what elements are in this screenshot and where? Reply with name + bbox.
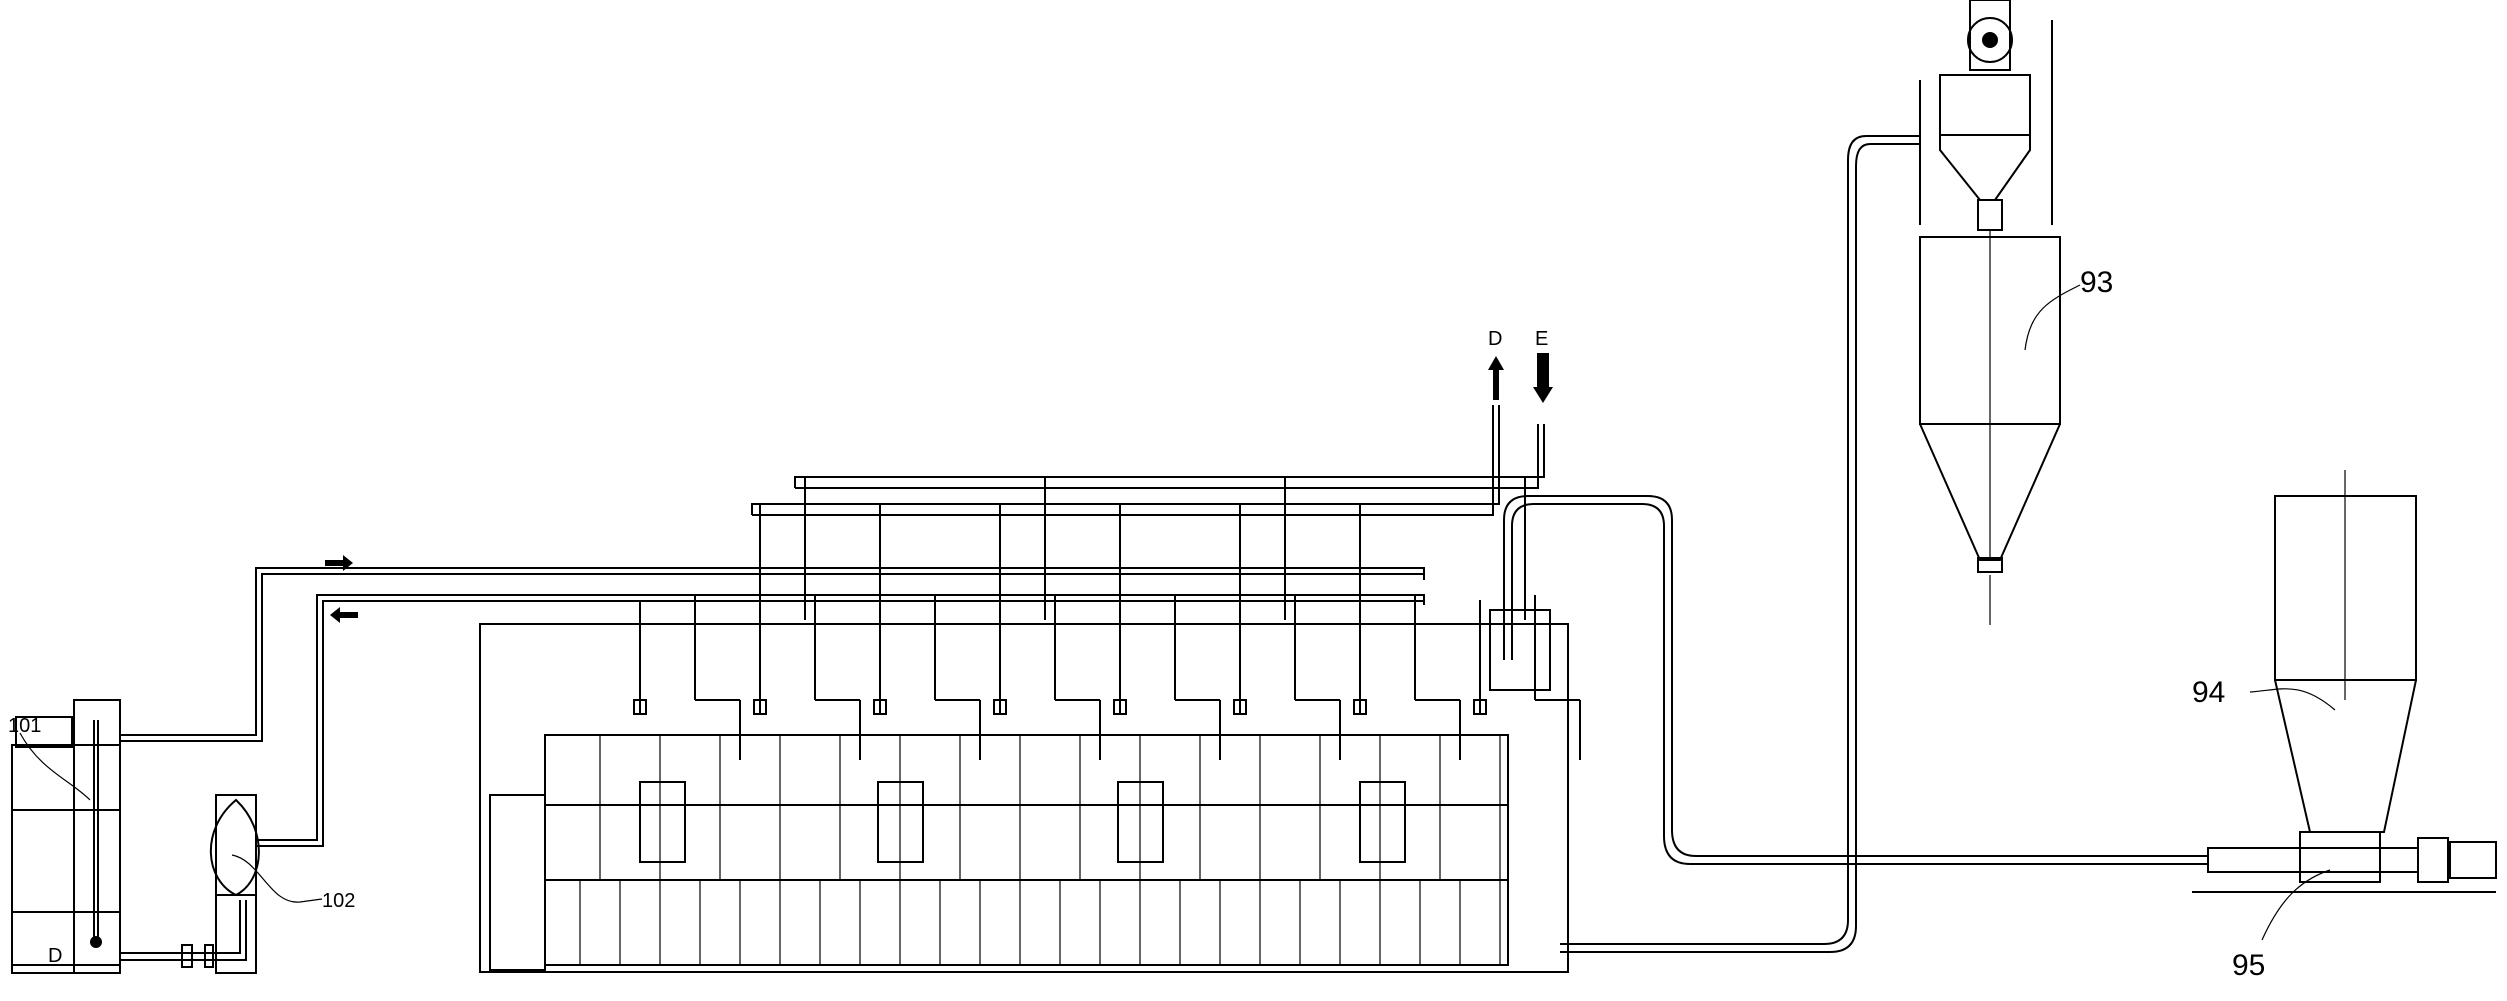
valve-icon <box>753 699 767 715</box>
valve-icon <box>1353 699 1367 715</box>
label-94: 94 <box>2192 676 2225 709</box>
header-pipe-lower-inner <box>752 405 1494 516</box>
flow-arrow-right-icon <box>325 555 353 571</box>
leader-line-102 <box>231 854 323 903</box>
label-102: 102 <box>322 890 355 912</box>
valve-icon <box>1113 699 1127 715</box>
tank-mark-label: D <box>48 945 62 967</box>
inlet-arrow-down-icon <box>1533 353 1553 403</box>
leader-line-101 <box>19 732 91 801</box>
supply-pipe <box>120 567 1425 736</box>
hopper-94 <box>2274 470 2417 833</box>
valve-icon <box>1233 699 1247 715</box>
tank-101: D <box>11 699 121 974</box>
conveying-pipe-inner <box>1560 143 1920 953</box>
product-pipe-inner <box>1511 503 2208 865</box>
leader-line-94 <box>2249 688 2336 711</box>
label-d: D <box>1488 328 1502 350</box>
riser-pipes <box>633 477 1581 760</box>
valve-icon <box>993 699 1007 715</box>
valve-icon <box>1473 699 1487 715</box>
header-pipe-upper-inner <box>795 424 1539 489</box>
return-pipe-inner <box>256 600 1424 847</box>
dryer-machine <box>479 609 1569 973</box>
supply-pipe-inner <box>120 573 1424 742</box>
return-pipe <box>256 594 1425 841</box>
cyclone-separator <box>1919 0 2053 231</box>
valve-icon <box>873 699 887 715</box>
leader-line-95 <box>2261 869 2331 941</box>
header-pipe-upper <box>794 424 1545 488</box>
conveying-pipe <box>1560 135 1920 945</box>
leader-line-93 <box>2024 284 2081 351</box>
flow-arrow-left-icon <box>330 607 358 623</box>
label-101: 101 <box>8 715 41 737</box>
screw-conveyor-95 <box>2192 831 2497 893</box>
pump-102 <box>120 794 260 974</box>
label-95: 95 <box>2232 949 2265 982</box>
hopper-93 <box>1919 230 2061 625</box>
outlet-arrow-up-icon <box>1488 356 1504 400</box>
valve-icon <box>633 699 647 715</box>
product-pipe <box>1503 495 2208 857</box>
label-e: E <box>1535 328 1548 350</box>
label-93: 93 <box>2080 266 2113 299</box>
header-pipe-lower <box>751 405 1500 515</box>
